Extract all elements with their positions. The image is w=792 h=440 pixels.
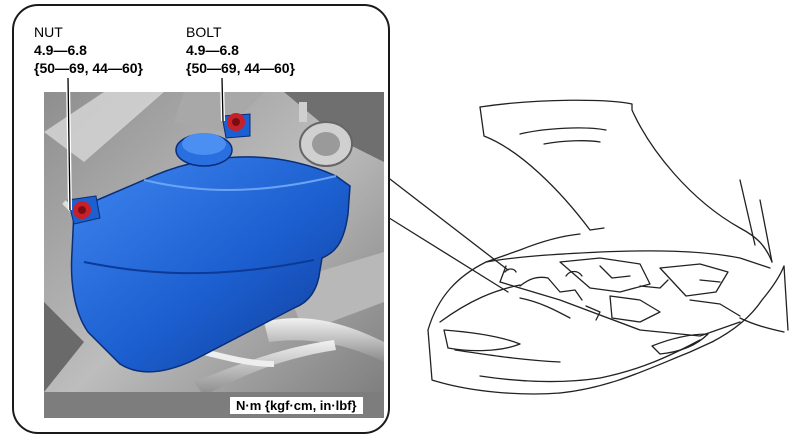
nut-torque-nm: 4.9—6.8 (34, 42, 87, 58)
headlight (443, 329, 521, 352)
front-bumper (559, 341, 713, 394)
callout-frame: NUT 4.9—6.8 {50—69, 44—60} BOLT 4.9—6.8 … (12, 4, 390, 434)
bolt-torque-nm: 4.9—6.8 (186, 42, 239, 58)
reservoir-closeup-illustration (44, 92, 384, 418)
callout-leader-line (385, 215, 509, 293)
fastener-leader-lines (66, 77, 225, 211)
nut-torque-alt: {50—69, 44—60} (34, 60, 143, 76)
bolt-label: BOLT (186, 24, 222, 40)
torque-units-legend: N·m {kgf·cm, in·lbf} (230, 397, 363, 414)
callout-leader-line (385, 175, 509, 271)
nut-label: NUT (34, 24, 63, 40)
engine-bay-rim (485, 250, 771, 269)
bolt-torque-alt: {50—69, 44—60} (186, 60, 295, 76)
left-fender (427, 233, 581, 331)
nut-fastener (73, 201, 91, 219)
hood-outline (479, 99, 773, 263)
bolt-fastener (227, 113, 245, 131)
washer-reservoir-tank (70, 156, 351, 373)
